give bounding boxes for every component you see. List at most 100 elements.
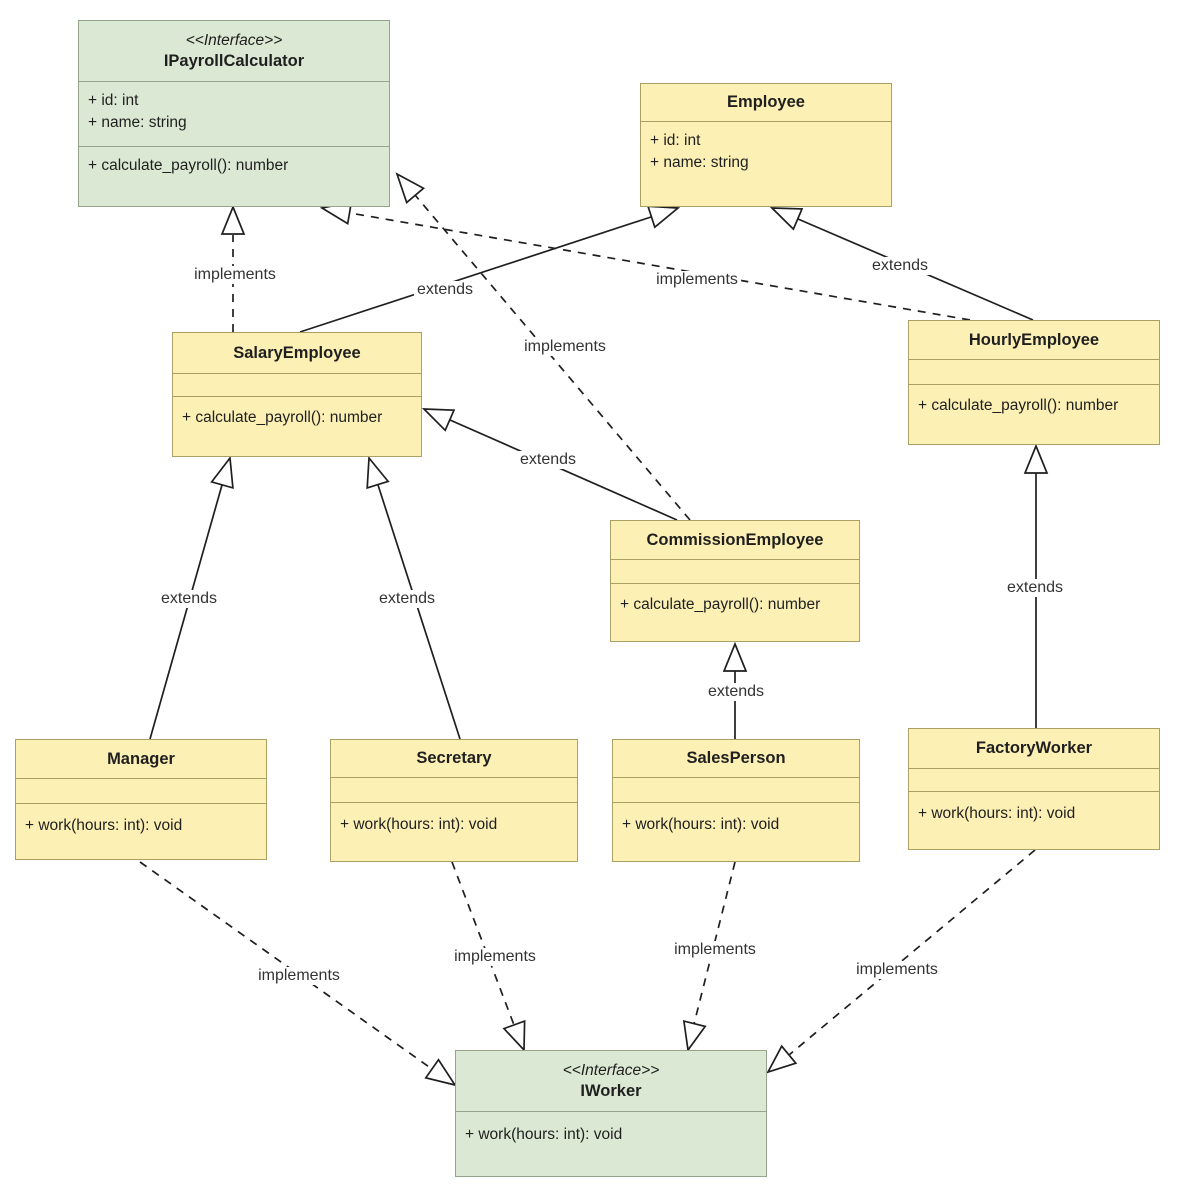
edge-label-hourly-extends: extends (868, 257, 932, 275)
class-iworker: <<Interface>> IWorker + work(hours: int)… (455, 1050, 767, 1177)
triangle-arrowhead (722, 641, 748, 672)
methods-section: + calculate_payroll(): number (611, 583, 859, 641)
edge-secretary-implements-iworker (451, 861, 515, 1026)
method-line: + calculate_payroll(): number (918, 397, 1119, 414)
triangle-arrowhead (421, 408, 456, 432)
class-name: HourlyEmployee (968, 330, 1100, 349)
class-name: SalaryEmployee (233, 343, 361, 362)
methods-section: + work(hours: int): void (456, 1111, 766, 1176)
attributes-section: + id: int + name: string (641, 121, 891, 206)
class-title: Manager (16, 740, 266, 778)
triangle-arrowhead (210, 455, 234, 490)
class-title: SalaryEmployee (173, 333, 421, 373)
attributes-section (909, 359, 1159, 384)
class-title: FactoryWorker (909, 729, 1159, 768)
methods-section: + work(hours: int): void (613, 802, 859, 861)
method-line: + work(hours: int): void (918, 805, 1076, 822)
triangle-arrowhead (1023, 443, 1049, 474)
class-title: <<Interface>> IPayrollCalculator (79, 21, 389, 81)
class-title: Employee (641, 84, 891, 121)
class-title: <<Interface>> IWorker (456, 1051, 766, 1111)
triangle-arrowhead (366, 455, 390, 490)
class-name: IWorker (580, 1082, 642, 1100)
attribute-line: + id: int (88, 92, 139, 109)
edge-manager-extends-salary (149, 484, 223, 740)
edge-manager-implements-iworker (139, 861, 433, 1070)
class-salaryemployee: SalaryEmployee + calculate_payroll(): nu… (172, 332, 422, 457)
class-secretary: Secretary + work(hours: int): void (330, 739, 578, 862)
edge-label-salary-extends: extends (413, 281, 477, 299)
class-title: Secretary (331, 740, 577, 777)
stereotype-label: <<Interface>> (562, 1062, 660, 1079)
edge-label-commission-extends: extends (516, 451, 580, 469)
attributes-section (613, 777, 859, 802)
edge-label-salary-implements: implements (191, 266, 279, 284)
attributes-section (173, 373, 421, 396)
attributes-section (909, 768, 1159, 791)
class-name: CommissionEmployee (646, 530, 824, 549)
triangle-arrowhead (424, 1058, 457, 1087)
class-name: FactoryWorker (975, 739, 1093, 757)
triangle-arrowhead (395, 172, 426, 204)
attribute-line: + id: int (650, 132, 701, 149)
edge-label-salesperson-implements: implements (671, 941, 759, 959)
class-salesperson: SalesPerson + work(hours: int): void (612, 739, 860, 862)
class-title: CommissionEmployee (611, 521, 859, 559)
edge-label-hourly-implements: implements (653, 271, 741, 289)
method-line: + work(hours: int): void (465, 1126, 623, 1143)
class-employee: Employee + id: int + name: string (640, 83, 892, 207)
method-line: + calculate_payroll(): number (620, 596, 821, 613)
attributes-section (331, 777, 577, 802)
stereotype-label: <<Interface>> (185, 32, 283, 49)
method-line: + calculate_payroll(): number (88, 157, 289, 174)
triangle-arrowhead (766, 1044, 798, 1074)
class-ipayrollcalculator: <<Interface>> IPayrollCalculator + id: i… (78, 20, 390, 207)
attribute-line: + name: string (88, 113, 187, 131)
methods-section: + calculate_payroll(): number (79, 146, 389, 206)
attribute-line: + name: string (650, 153, 749, 171)
edge-label-salesperson-extends: extends (704, 683, 768, 701)
edge-label-factoryworker-implements: implements (853, 961, 941, 979)
method-line: + work(hours: int): void (340, 816, 498, 833)
class-title: SalesPerson (613, 740, 859, 777)
methods-section: + work(hours: int): void (16, 803, 266, 859)
attributes-section (611, 559, 859, 583)
class-factoryworker: FactoryWorker + work(hours: int): void (908, 728, 1160, 850)
methods-section: + calculate_payroll(): number (173, 396, 421, 456)
edge-label-factoryworker-extends: extends (1003, 579, 1067, 597)
triangle-arrowhead (646, 205, 681, 229)
class-manager: Manager + work(hours: int): void (15, 739, 267, 860)
attributes-section: + id: int + name: string (79, 81, 389, 146)
methods-section: + work(hours: int): void (909, 791, 1159, 849)
triangle-arrowhead (502, 1019, 526, 1053)
triangle-arrowhead (769, 207, 804, 231)
triangle-arrowhead (682, 1019, 707, 1053)
edge-secretary-extends-salary (377, 484, 461, 740)
class-name: Employee (727, 93, 805, 111)
class-title: HourlyEmployee (909, 321, 1159, 359)
class-name: Manager (107, 749, 175, 768)
edge-salesperson-implements-iworker (693, 861, 736, 1025)
class-name: Secretary (416, 749, 492, 767)
methods-section: + work(hours: int): void (331, 802, 577, 861)
method-line: + work(hours: int): void (622, 816, 780, 833)
edge-salary-extends-employee (299, 216, 652, 333)
class-name: SalesPerson (686, 749, 786, 767)
edge-factoryworker-implements-iworker (788, 849, 1036, 1056)
edge-label-manager-implements: implements (255, 967, 343, 985)
method-line: + work(hours: int): void (25, 817, 183, 834)
methods-section: + calculate_payroll(): number (909, 384, 1159, 444)
class-name: IPayrollCalculator (163, 52, 305, 70)
class-hourlyemployee: HourlyEmployee + calculate_payroll(): nu… (908, 320, 1160, 445)
attributes-section (16, 778, 266, 803)
class-commissionemployee: CommissionEmployee + calculate_payroll()… (610, 520, 860, 642)
edge-label-secretary-extends: extends (375, 590, 439, 608)
edge-label-commission-implements: implements (521, 338, 609, 356)
edge-commission-implements-ipayroll (414, 194, 691, 521)
edge-commission-extends-salary (449, 419, 678, 521)
triangle-arrowhead (220, 204, 246, 235)
edge-label-manager-extends: extends (157, 590, 221, 608)
edge-label-secretary-implements: implements (451, 948, 539, 966)
